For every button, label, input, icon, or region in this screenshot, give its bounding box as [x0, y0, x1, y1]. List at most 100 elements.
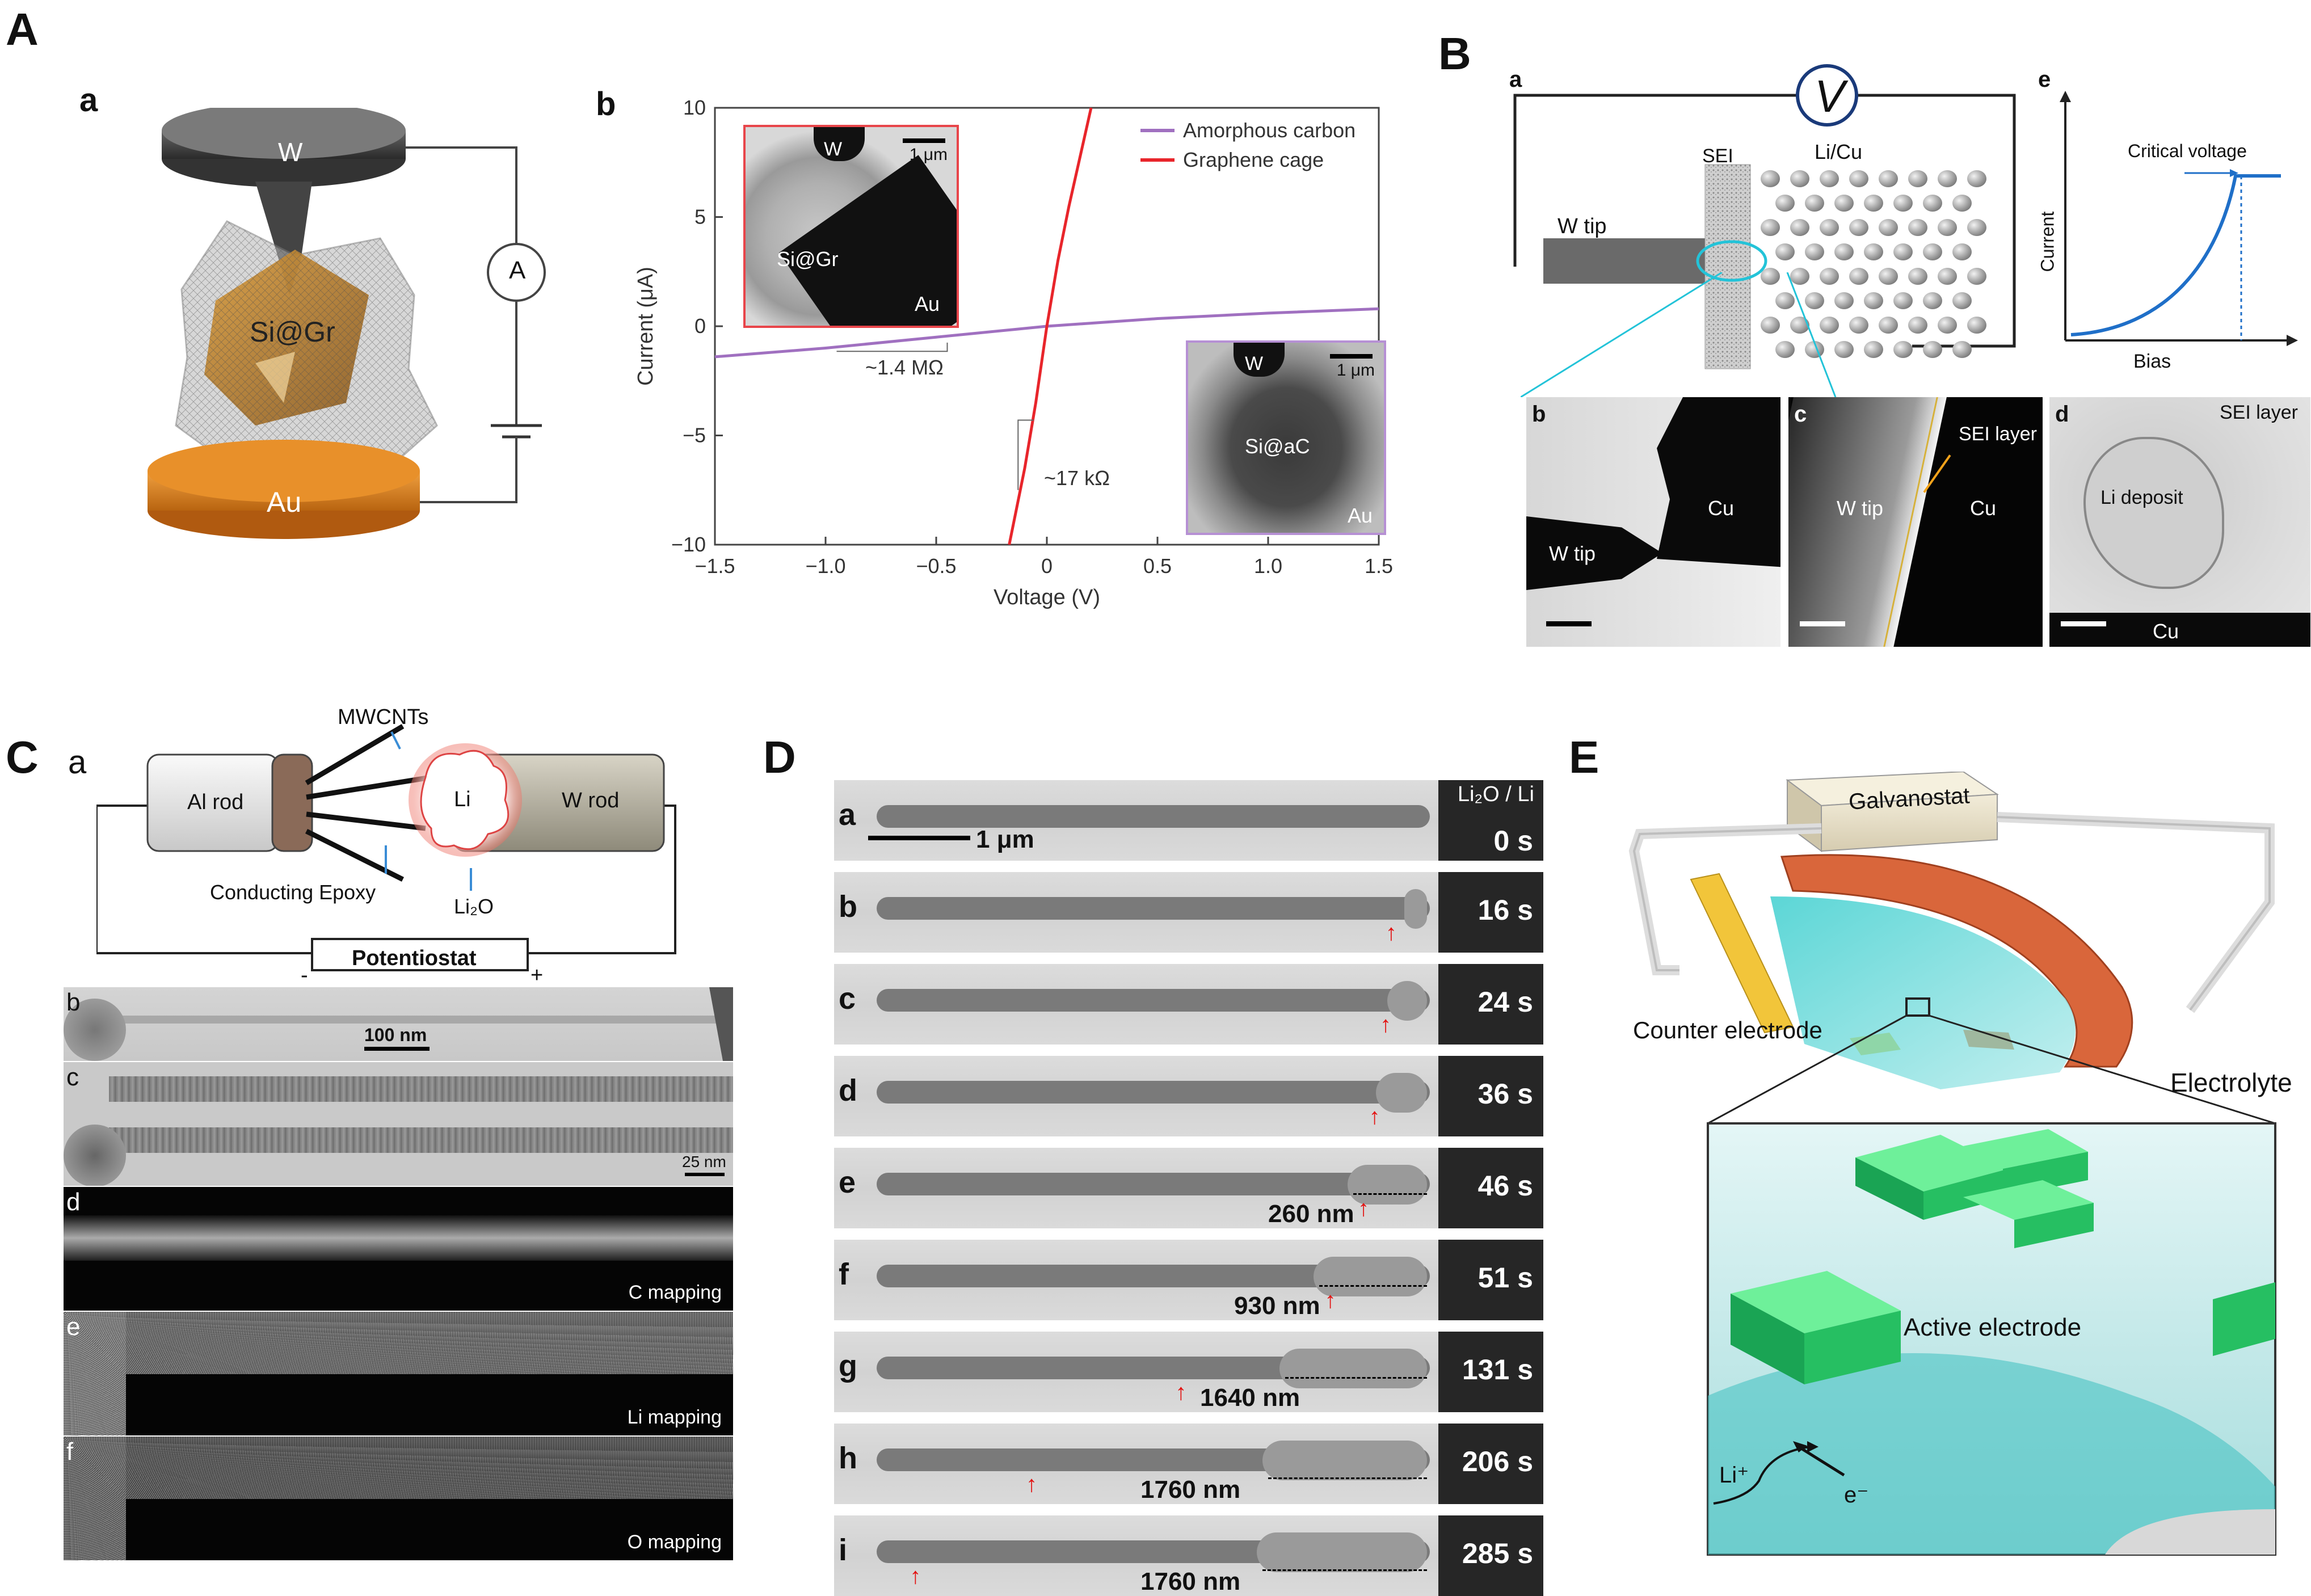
- atom-sphere: [1938, 268, 1957, 285]
- bulb-length-arrow: [1285, 1377, 1427, 1379]
- active-electrode-label: Active electrode: [1904, 1315, 2081, 1340]
- lithiated-bulb: [1404, 889, 1427, 929]
- atom-sphere: [1864, 243, 1883, 260]
- w-rod-label: W rod: [562, 790, 619, 811]
- atom-sphere: [1805, 243, 1824, 260]
- frame-time: 131 s: [1438, 1332, 1543, 1412]
- subpanel-label-c-c: c: [66, 1065, 79, 1090]
- lithiated-bulb: [1262, 1441, 1427, 1480]
- tem-c-c-walls: c 25 nm: [64, 1062, 733, 1186]
- atom-sphere: [1952, 341, 1972, 358]
- bulb-length: 930 nm: [1234, 1292, 1320, 1320]
- atom-sphere: [1952, 292, 1972, 309]
- panel-label-d: D: [763, 735, 796, 780]
- atom-sphere: [1761, 219, 1780, 236]
- tem-d-deposit: Li deposit: [2100, 488, 2183, 507]
- tem-c-c-scale: 25 nm: [682, 1154, 726, 1170]
- atom-sphere: [1938, 219, 1957, 236]
- atom-sphere: [1849, 219, 1868, 236]
- atom-sphere: [1805, 195, 1824, 212]
- subpanel-label-c-e: e: [66, 1315, 80, 1340]
- x-tick-label: −1.5: [694, 554, 735, 578]
- map-c-carbon: d C mapping: [64, 1187, 733, 1311]
- electrolyte-label: Electrolyte: [2170, 1069, 2292, 1096]
- inset-si-gr: W 1 μm Si@Gr Au: [743, 125, 959, 328]
- frame-label: c: [839, 981, 856, 1016]
- x-axis-label: Voltage (V): [994, 586, 1100, 609]
- panel-label-c: C: [6, 735, 39, 780]
- nanowire: [877, 1173, 1430, 1195]
- y-tick-label: 5: [694, 205, 706, 229]
- lithiated-bulb: [1387, 981, 1427, 1021]
- inset2-au: Au: [1348, 506, 1373, 526]
- x-tick-label: 0.5: [1143, 554, 1172, 578]
- electrochemical-cell-schematic: [1623, 772, 2304, 1563]
- tem-b-wtip-cu: b W tip Cu: [1526, 397, 1780, 647]
- subpanel-label-b-b: b: [1532, 403, 1546, 426]
- frame-time: 46 s: [1438, 1148, 1543, 1228]
- si-gr-label: Si@Gr: [250, 318, 335, 346]
- bulb-length: 1760 nm: [1140, 1476, 1240, 1504]
- atom-sphere: [1893, 195, 1913, 212]
- inset2-w-label: W: [1245, 354, 1263, 373]
- subpanel-label-c-f: f: [66, 1439, 73, 1464]
- atom-sphere: [1938, 170, 1957, 187]
- reaction-front-arrow: ↑: [1325, 1288, 1336, 1313]
- atom-sphere: [1879, 268, 1898, 285]
- atom-sphere: [1879, 219, 1898, 236]
- atom-sphere: [1879, 317, 1898, 334]
- tem-d-cu: Cu: [2153, 621, 2179, 642]
- bulb-length: 1640 nm: [1200, 1384, 1300, 1412]
- conducting-epoxy-label: Conducting Epoxy: [210, 882, 376, 903]
- x-tick-label: 0: [1041, 554, 1053, 578]
- atom-sphere: [1820, 170, 1839, 187]
- inset1-sample: Si@Gr: [777, 249, 839, 269]
- atom-sphere: [1790, 170, 1809, 187]
- subpanel-label-c-a: a: [68, 746, 86, 779]
- galvanostat-label: Galvanostat: [1848, 784, 1970, 813]
- tem-c-sei-interface: c W tip Cu SEI layer: [1788, 397, 2043, 647]
- subpanel-label-c-b: b: [66, 990, 80, 1015]
- counter-electrode-label: Counter electrode: [1633, 1018, 1822, 1042]
- bulb-length-arrow: [1319, 1285, 1427, 1287]
- legend-label-1: Graphene cage: [1183, 148, 1324, 171]
- frame-label: a: [839, 797, 856, 832]
- ammeter-label: A: [509, 258, 525, 283]
- reaction-front-arrow: ↑: [1358, 1196, 1369, 1222]
- atom-sphere: [1849, 268, 1868, 285]
- x-tick-label: 1.5: [1365, 554, 1393, 578]
- x-tick-label: 1.0: [1254, 554, 1282, 578]
- subpanel-label-b-d: d: [2055, 403, 2069, 426]
- atom-sphere: [1923, 341, 1942, 358]
- bias-current-xlabel: Bias: [2133, 352, 2171, 371]
- lithiated-bulb: [1376, 1073, 1427, 1113]
- atom-sphere: [1923, 292, 1942, 309]
- y-tick-label: 10: [683, 96, 706, 119]
- tem-d-li-deposit: d Li deposit SEI layer Cu: [2049, 397, 2310, 647]
- atom-sphere: [1967, 317, 1986, 334]
- atom-sphere: [1908, 317, 1927, 334]
- subpanel-label-a-a: a: [79, 84, 98, 117]
- voltmeter-label: V: [1815, 74, 1845, 119]
- frame-time-value: 0 s: [1493, 825, 1533, 857]
- tem-b-wtip: W tip: [1549, 544, 1596, 564]
- atom-sphere: [1967, 170, 1986, 187]
- plus-sign: +: [531, 965, 543, 986]
- atom-sphere: [1893, 243, 1913, 260]
- atom-sphere: [1849, 170, 1868, 187]
- w-electrode-label: W: [278, 139, 302, 165]
- tem-d-sei: SEI layer: [2220, 403, 2298, 422]
- atom-sphere: [1938, 317, 1957, 334]
- lithiated-bulb: [1279, 1349, 1427, 1388]
- atom-sphere: [1775, 195, 1795, 212]
- atom-sphere: [1761, 170, 1780, 187]
- subpanel-label-b-c: c: [1794, 403, 1807, 426]
- al-rod-label: Al rod: [187, 791, 243, 813]
- bulb-length: 260 nm: [1268, 1200, 1354, 1228]
- w-tip-label: W tip: [1557, 216, 1607, 237]
- li-cu-label: Li/Cu: [1815, 142, 1862, 162]
